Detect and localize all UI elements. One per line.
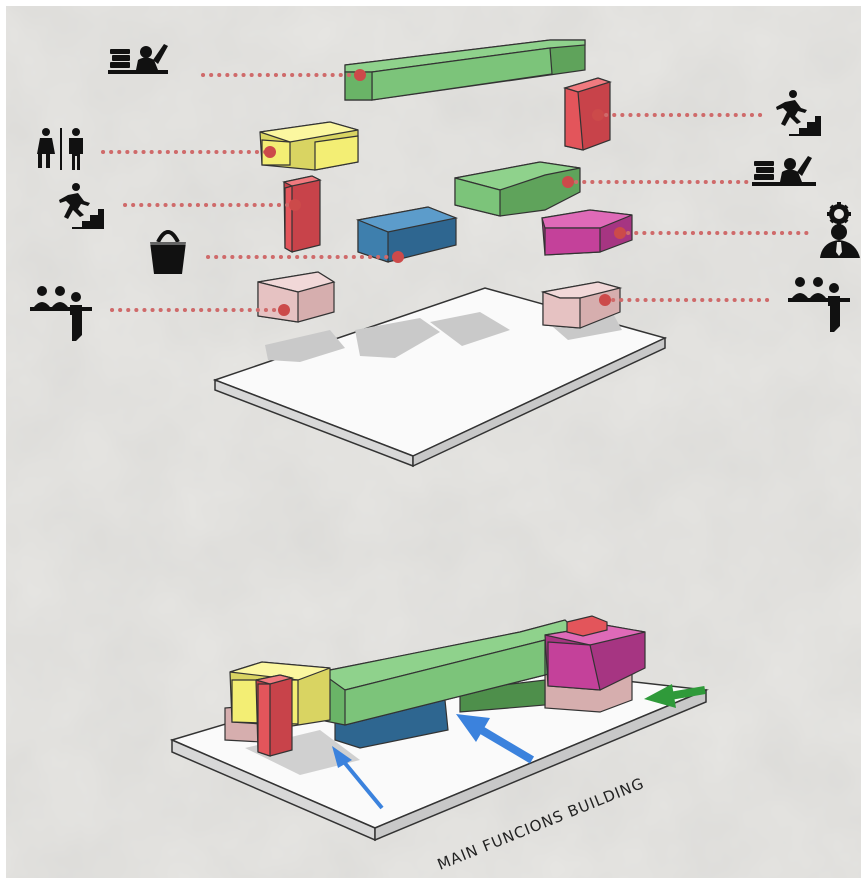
reception-desk-icon [788,277,850,332]
magenta-office-block [541,209,633,256]
green-block-middle [454,161,581,217]
blue-arrow-center [456,714,535,764]
stairs-icon [59,183,104,229]
reception-desk-icon [30,286,92,341]
leader-lines [101,73,814,312]
entrance-arrows [332,684,706,810]
yellow-restroom-block [259,121,359,171]
green-block-upper [344,39,586,101]
pink-reception-block-left [257,271,336,323]
leader-end-dots [264,69,626,316]
assembled-building [224,615,646,757]
stairs-icon [776,90,821,136]
library-reader-icon [752,156,816,186]
manager-gear-icon [820,202,860,258]
green-arrow-right [644,684,706,708]
shopping-bag-icon [150,230,186,274]
blue-arrow-left [332,746,384,810]
pink-reception-block-right [540,281,623,329]
library-reader-icon [108,44,168,74]
red-stair-block-right [562,77,612,151]
restroom-icon [37,128,83,170]
red-stair-block-left [282,175,322,254]
blue-shop-block [355,206,459,263]
